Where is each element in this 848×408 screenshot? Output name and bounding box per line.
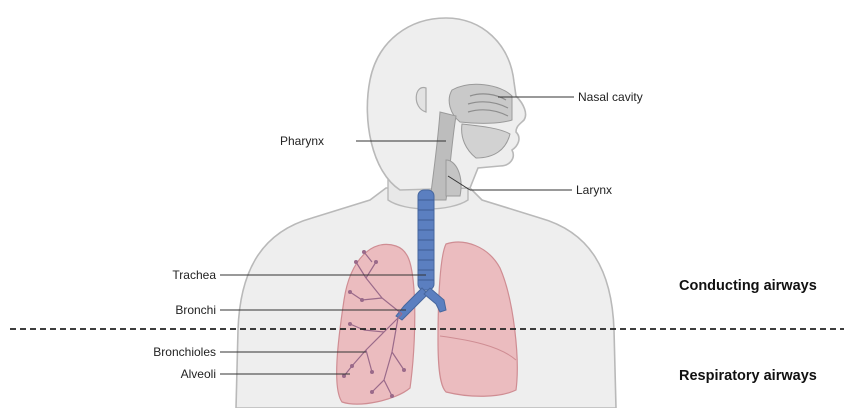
section-conducting-airways: Conducting airways — [679, 278, 817, 294]
label-trachea: Trachea — [172, 268, 216, 282]
nasal-region — [449, 84, 512, 123]
section-respiratory-airways: Respiratory airways — [679, 368, 817, 384]
label-pharynx: Pharynx — [280, 134, 324, 148]
label-nasal-cavity: Nasal cavity — [578, 90, 643, 104]
label-bronchi: Bronchi — [175, 303, 216, 317]
label-larynx: Larynx — [576, 183, 612, 197]
label-alveoli: Alveoli — [181, 367, 216, 381]
label-bronchioles: Bronchioles — [153, 345, 216, 359]
